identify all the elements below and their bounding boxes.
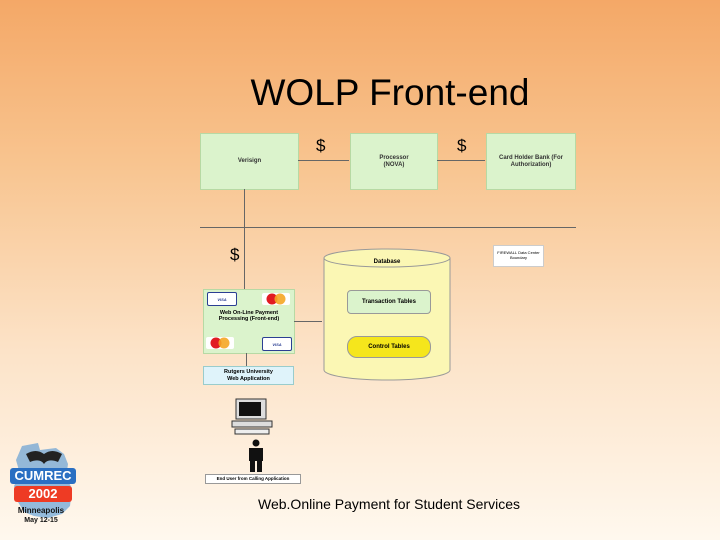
slide-footer: Web.Online Payment for Student Services bbox=[258, 496, 520, 512]
cumrec-logo bbox=[10, 443, 76, 518]
processor-label: Processor (NOVA) bbox=[379, 154, 409, 168]
dollar-sign-1: $ bbox=[316, 136, 326, 155]
verisign-box: Verisign bbox=[200, 133, 299, 190]
arrow-verisign-processor bbox=[298, 160, 349, 161]
rutgers-app-box: Rutgers University Web Application bbox=[203, 366, 294, 385]
control-tables-label: Control Tables bbox=[368, 344, 410, 350]
cumrec-year: 2002 bbox=[28, 486, 58, 501]
rutgers-app-label: Rutgers University Web Application bbox=[224, 369, 273, 382]
transaction-tables-label: Transaction Tables bbox=[362, 299, 416, 305]
arrow-processor-bank bbox=[437, 160, 485, 161]
database-label: Database bbox=[373, 259, 401, 265]
processor-box: Processor (NOVA) bbox=[350, 133, 438, 190]
cumrec-dates: May 12-15 bbox=[24, 517, 58, 524]
computer-icon bbox=[231, 398, 273, 435]
mastercard-logo-bottom bbox=[206, 337, 234, 349]
visa-label-bottom: VISA bbox=[272, 341, 282, 347]
database-cylinder bbox=[323, 248, 451, 381]
visa-label-top: VISA bbox=[217, 296, 227, 302]
connector-wolp-database bbox=[294, 321, 322, 322]
boundary-line bbox=[200, 227, 576, 228]
dollar-sign-3: $ bbox=[230, 245, 240, 264]
cumrec-city: Minneapolis bbox=[17, 506, 65, 515]
cumrec-name: CUMREC bbox=[14, 468, 72, 483]
visa-logo-bottom: VISA bbox=[262, 337, 292, 351]
card-holder-bank-label: Card Holder Bank (For Authorization) bbox=[498, 154, 563, 168]
control-tables: Control Tables bbox=[347, 336, 431, 358]
end-user-label: End User from Calling Application bbox=[205, 474, 301, 484]
firewall-label: FIREWALL Data Center Boundary bbox=[497, 250, 540, 260]
firewall-note: FIREWALL Data Center Boundary bbox=[493, 245, 544, 267]
wolp-label: Web On-Line Payment Processing (Front-en… bbox=[218, 310, 280, 323]
transaction-tables: Transaction Tables bbox=[347, 290, 431, 314]
mastercard-icon-top bbox=[266, 293, 286, 305]
verisign-label: Verisign bbox=[237, 158, 262, 165]
visa-logo-top: VISA bbox=[207, 292, 237, 306]
connector-wolp-rutgers bbox=[246, 353, 247, 366]
mastercard-logo-top bbox=[262, 293, 290, 305]
card-holder-bank-box: Card Holder Bank (For Authorization) bbox=[486, 133, 576, 190]
person-icon bbox=[249, 439, 263, 472]
connector-verisign-wolp bbox=[244, 189, 245, 290]
slide-title: WOLP Front-end bbox=[250, 72, 530, 113]
dollar-sign-2: $ bbox=[457, 136, 467, 155]
mastercard-icon-bottom bbox=[210, 337, 230, 349]
